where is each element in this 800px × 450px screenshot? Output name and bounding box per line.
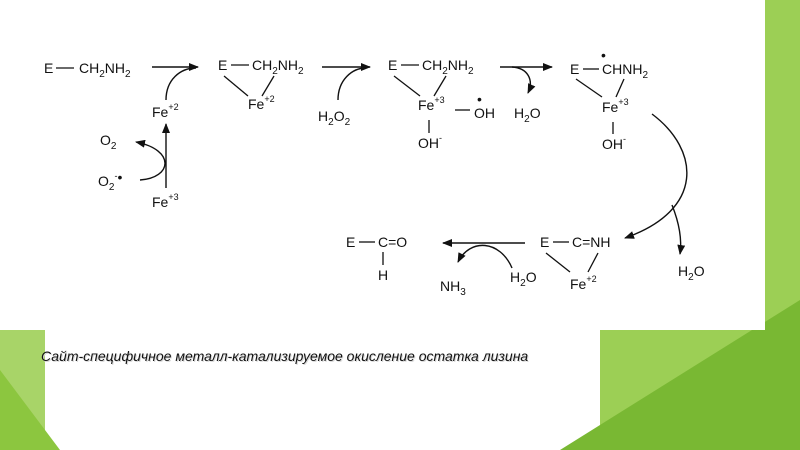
svg-text:C=NH: C=NH <box>572 234 611 250</box>
svg-text:E: E <box>346 234 355 250</box>
svg-text:Fe+2: Fe+2 <box>570 274 597 292</box>
h2o-reagent-3: H2O <box>510 269 537 289</box>
h2o-product-2: H2O <box>678 263 705 283</box>
nh3-product: NH3 <box>440 278 466 298</box>
species-5-imine-complex: E C=NH Fe+2 <box>540 234 611 292</box>
species-1-lysine: E CH2NH2 <box>44 60 131 80</box>
curved-arrow-h2o2 <box>337 67 367 101</box>
svg-text:Fe+3: Fe+3 <box>602 97 629 115</box>
green-shape-right-dark <box>560 300 800 450</box>
svg-text:H: H <box>378 267 388 283</box>
svg-text:CH2NH2: CH2NH2 <box>79 60 131 80</box>
superoxide: O2-• <box>98 169 122 193</box>
svg-text:CH2NH2: CH2NH2 <box>252 57 304 77</box>
svg-text:CH2NH2: CH2NH2 <box>422 57 474 77</box>
svg-text:OH: OH <box>474 105 495 121</box>
species-6-aldehyde: E C=O H <box>346 234 407 283</box>
green-shape-bottom <box>0 370 60 450</box>
svg-text:CHNH2: CHNH2 <box>602 61 648 81</box>
svg-text:E: E <box>570 61 579 77</box>
svg-text:•: • <box>601 47 606 63</box>
h2o2-reagent: H2O2 <box>318 108 351 128</box>
curved-arrow-to-imine <box>624 113 688 239</box>
svg-text:•: • <box>477 91 482 107</box>
species-2-fe2-complex: E CH2NH2 Fe+2 <box>218 57 304 112</box>
svg-text:OH-: OH- <box>602 134 626 152</box>
svg-text:E: E <box>44 60 53 76</box>
species-3-fe3-complex: E CH2NH2 Fe+3 OH- OH • <box>388 57 495 151</box>
curved-arrow-h2o-out-1 <box>511 66 536 94</box>
curved-arrow-water-ammonia <box>457 244 513 269</box>
curved-arrow-fe2 <box>165 67 197 101</box>
svg-text:C=O: C=O <box>378 234 407 250</box>
fe2-reagent: Fe+2 <box>152 102 179 120</box>
curved-arrow-superoxide <box>135 139 166 181</box>
slide-caption: Сайт-специфичное металл-катализируемое о… <box>41 348 529 364</box>
species-4-radical-complex: E • CHNH2 Fe+3 OH- <box>570 47 648 152</box>
svg-text:E: E <box>218 57 227 73</box>
svg-text:E: E <box>540 234 549 250</box>
curved-arrow-h2o-out-2 <box>671 204 686 255</box>
svg-text:Fe+2: Fe+2 <box>248 94 275 112</box>
h2o-product-1: H2O <box>514 105 541 125</box>
svg-text:E: E <box>388 57 397 73</box>
fe3-reagent: Fe+3 <box>152 192 179 210</box>
o2-product: O2 <box>100 132 117 152</box>
svg-text:Fe+3: Fe+3 <box>418 95 445 113</box>
svg-text:OH-: OH- <box>418 133 442 151</box>
